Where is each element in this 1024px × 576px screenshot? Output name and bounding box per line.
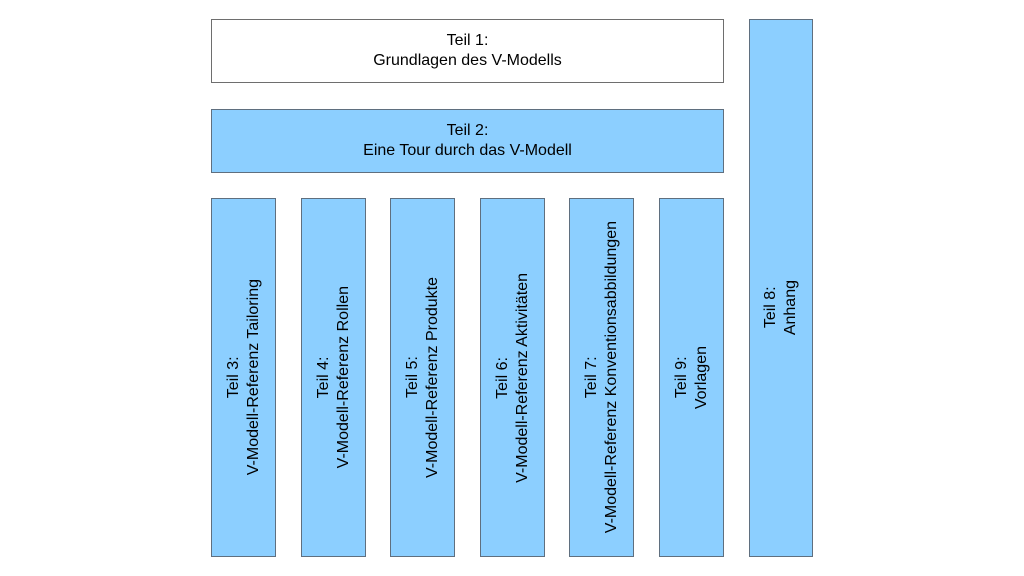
- box-teil-1-number: Teil 1:: [446, 32, 489, 49]
- box-teil-4-number: Teil 4:: [314, 356, 332, 399]
- box-teil-8-label: Teil 8: Anhang: [761, 280, 801, 335]
- box-teil-1-title: Grundlagen des V-Modells: [373, 52, 562, 69]
- box-teil-7-title: V-Modell-Referenz Konventionsabbildungen: [602, 221, 620, 534]
- box-teil-7-konventionsabbildungen: Teil 7: V-Modell-Referenz Konventionsabb…: [569, 198, 634, 557]
- box-teil-5-number: Teil 5:: [403, 356, 421, 399]
- box-teil-1-grundlagen: Teil 1: Grundlagen des V-Modells: [211, 19, 724, 83]
- box-teil-3-number: Teil 3:: [224, 356, 242, 399]
- box-teil-2-number: Teil 2:: [446, 122, 489, 139]
- box-teil-5-produkte: Teil 5: V-Modell-Referenz Produkte: [390, 198, 455, 557]
- box-teil-2-title: Eine Tour durch das V-Modell: [363, 142, 572, 159]
- box-teil-3-tailoring: Teil 3: V-Modell-Referenz Tailoring: [211, 198, 276, 557]
- box-teil-3-title: V-Modell-Referenz Tailoring: [244, 279, 262, 476]
- box-teil-5-label: Teil 5: V-Modell-Referenz Produkte: [403, 277, 443, 478]
- box-teil-8-number: Teil 8:: [762, 286, 779, 329]
- box-teil-6-label: Teil 6: V-Modell-Referenz Aktivitäten: [493, 273, 533, 483]
- box-teil-4-label: Teil 4: V-Modell-Referenz Rollen: [314, 286, 354, 468]
- box-teil-9-title: Vorlagen: [692, 345, 710, 410]
- box-teil-7-label: Teil 7: V-Modell-Referenz Konventionsabb…: [582, 221, 622, 533]
- box-teil-9-number: Teil 9:: [672, 356, 690, 399]
- box-teil-2-label: Teil 2: Eine Tour durch das V-Modell: [363, 121, 572, 161]
- box-teil-1-label: Teil 1: Grundlagen des V-Modells: [373, 31, 562, 71]
- box-teil-8-anhang: Teil 8: Anhang: [749, 19, 813, 557]
- box-teil-3-label: Teil 3: V-Modell-Referenz Tailoring: [224, 279, 264, 475]
- box-teil-2-tour: Teil 2: Eine Tour durch das V-Modell: [211, 109, 724, 173]
- box-teil-4-rollen: Teil 4: V-Modell-Referenz Rollen: [301, 198, 366, 557]
- box-teil-8-title: Anhang: [782, 280, 799, 336]
- box-teil-6-number: Teil 6:: [493, 356, 511, 399]
- box-teil-5-title: V-Modell-Referenz Produkte: [423, 277, 441, 478]
- box-teil-6-title: V-Modell-Referenz Aktivitäten: [513, 272, 531, 483]
- box-teil-7-number: Teil 7:: [582, 356, 600, 399]
- box-teil-6-aktivitaeten: Teil 6: V-Modell-Referenz Aktivitäten: [480, 198, 545, 557]
- box-teil-9-label: Teil 9: Vorlagen: [672, 346, 712, 409]
- box-teil-4-title: V-Modell-Referenz Rollen: [334, 286, 352, 469]
- box-teil-9-vorlagen: Teil 9: Vorlagen: [659, 198, 724, 557]
